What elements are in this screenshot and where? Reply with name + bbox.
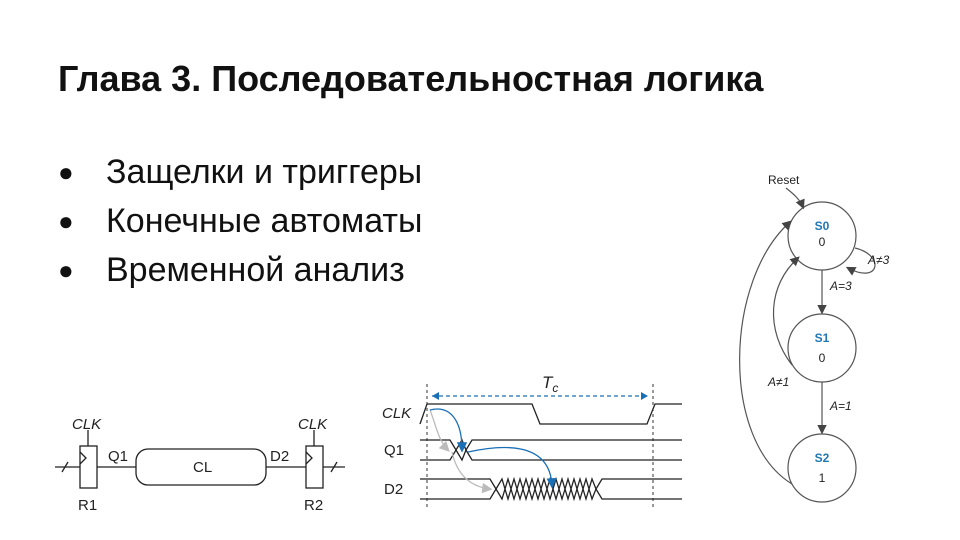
arrow-right-icon <box>641 392 648 400</box>
period-label: Tc <box>542 373 558 395</box>
d2-transition-hatch <box>495 476 597 502</box>
q1-label: Q1 <box>108 448 128 465</box>
edge-label: A=1 <box>829 399 852 413</box>
r1-label: R1 <box>78 497 97 514</box>
r2-label: R2 <box>304 497 323 514</box>
d2-waveform-top-right <box>595 478 682 490</box>
bus-slash <box>61 461 69 473</box>
cl-label: CL <box>193 459 212 476</box>
clk-label: CLK <box>72 416 102 433</box>
d2-label: D2 <box>270 448 289 465</box>
edge-label: A=3 <box>829 279 852 293</box>
q1-waveform-bottom <box>420 448 682 462</box>
propagation-arrow <box>429 408 468 453</box>
edge-label: A≠1 <box>767 375 789 389</box>
timing-d2-label: D2 <box>384 481 403 498</box>
edge-s1-s0 <box>773 256 800 366</box>
bullet-dot-icon: ● <box>58 206 74 236</box>
state-output: 0 <box>819 351 826 365</box>
slide-title: Глава 3. Последовательностная логика <box>58 58 764 99</box>
self-loop-arrow <box>845 247 876 276</box>
state-output: 1 <box>819 471 826 485</box>
bullet-list: ● Защелки и триггеры ● Конечные автоматы ●… <box>58 148 422 295</box>
bus-slash <box>330 461 338 473</box>
contamination-arrow <box>429 409 450 452</box>
clk-label: CLK <box>298 416 328 433</box>
state-name: S0 <box>815 219 830 233</box>
state-output: 0 <box>819 235 826 249</box>
reset-label: Reset <box>768 173 800 187</box>
state-s2 <box>787 433 857 503</box>
clk-waveform <box>419 403 682 425</box>
bullet-dot-icon: ● <box>58 157 74 187</box>
state-name: S2 <box>815 451 830 465</box>
contamination-arrow <box>451 451 493 494</box>
bullet-text: Защелки и триггеры <box>106 153 423 191</box>
bullet-dot-icon: ● <box>58 255 74 285</box>
edge-s2-s0 <box>739 220 793 485</box>
d2-waveform-top-left <box>420 478 497 490</box>
clock-triangle-icon <box>305 451 313 465</box>
clock-triangle-icon <box>79 451 87 465</box>
timing-q1-label: Q1 <box>384 442 404 459</box>
bullet-text: Временной анализ <box>106 251 405 289</box>
state-name: S1 <box>815 331 830 345</box>
d2-waveform-bottom-left <box>420 488 497 500</box>
arrow-left-icon <box>432 392 439 400</box>
timing-clk-label: CLK <box>382 405 412 422</box>
state-s1 <box>787 313 857 383</box>
d2-waveform-bottom-right <box>595 488 682 500</box>
bullet-text: Конечные автоматы <box>106 202 423 240</box>
bullet-item: ● Временной анализ <box>58 246 422 295</box>
bullet-item: ● Защелки и триггеры <box>58 148 422 197</box>
reset-arrow <box>785 187 805 210</box>
propagation-arrow <box>467 446 557 489</box>
bullet-item: ● Конечные автоматы <box>58 197 422 246</box>
self-loop-label: A≠3 <box>867 253 890 267</box>
